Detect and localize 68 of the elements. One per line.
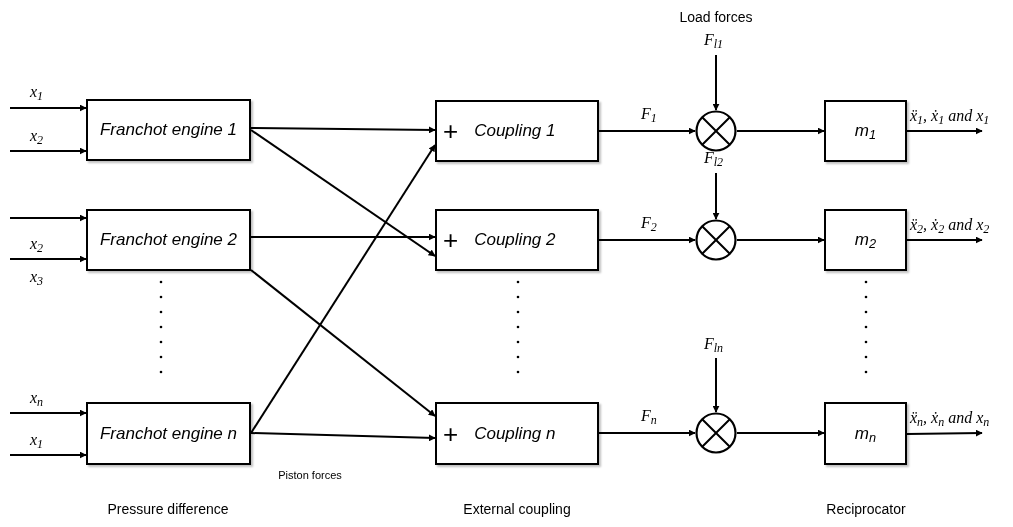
arrow (250, 233, 436, 241)
text-label: x$_{3}$ (30, 268, 44, 286)
block-box (824, 100, 907, 162)
arrow (9, 214, 87, 222)
arrow (712, 172, 720, 220)
arrow (250, 126, 436, 134)
block-label: Franchot engine 1 (98, 119, 238, 141)
text-label: Piston forces (278, 468, 342, 483)
edge-label: x$_{2}$ (30, 234, 44, 254)
block-label: m$_{2}$ (853, 229, 878, 251)
plus-sign: + (443, 227, 459, 253)
plus-sign: + (443, 420, 459, 447)
edge-label: x$_{1}$ (30, 82, 44, 102)
block-box (86, 99, 251, 161)
multiplier-junction (695, 110, 737, 152)
edge-label: F$_{l1}$ (704, 30, 724, 50)
block-box (435, 209, 599, 271)
block-box (435, 100, 599, 162)
edge-label: x$_{2}$ (30, 126, 44, 146)
arrow (712, 357, 720, 413)
edge-label: F$_{l2}$ (704, 148, 724, 168)
arrow (250, 144, 436, 434)
block-label: Franchot engine 2 (98, 229, 238, 251)
arrow (9, 104, 87, 112)
arrow (250, 269, 436, 417)
edge-label: x$_{1}$ (30, 430, 44, 450)
arrow (906, 429, 983, 437)
arrow (9, 147, 87, 155)
edge-label: ẍ$_{1}$, ẋ$_{1}$ and x$_{1}$ (910, 106, 990, 126)
plus-sign: + (443, 118, 459, 144)
arrow (250, 432, 436, 442)
arrow (9, 451, 87, 459)
block-label: Coupling 2 (473, 229, 557, 251)
block-label: m$_{n}$ (853, 422, 878, 445)
arrow (906, 127, 983, 135)
multiplier-junction (695, 412, 737, 454)
block-box (824, 402, 907, 465)
text-label: Reciprocator (826, 500, 906, 518)
text-label: Pressure difference (107, 500, 229, 518)
block-label: Coupling n (473, 422, 557, 445)
arrow (9, 255, 87, 263)
edge-label: F$_{n}$ (641, 406, 657, 426)
block-box (824, 209, 907, 271)
text-label: Load forces (679, 8, 753, 26)
multiplier-junction (695, 219, 737, 261)
block-box (86, 209, 251, 271)
arrow (712, 54, 720, 111)
arrow (906, 236, 983, 244)
edge-label: ẍ$_{2}$, ẋ$_{2}$ and x$_{2}$ (910, 215, 990, 235)
arrow (598, 127, 696, 135)
edge-label: x$_{n}$ (30, 388, 44, 408)
arrow (9, 409, 87, 417)
arrow (736, 127, 825, 135)
arrow (736, 429, 825, 437)
edge-label: F$_{1}$ (641, 104, 657, 124)
arrow (250, 129, 436, 257)
edge-label: ẍ$_{n}$, ẋ$_{n}$ and x$_{n}$ (910, 408, 990, 428)
block-label: m$_{1}$ (853, 120, 878, 142)
block-label: Franchot engine n (98, 422, 238, 445)
block-box (86, 402, 251, 465)
arrow (598, 429, 696, 437)
text-label: External coupling (463, 500, 571, 518)
arrow (598, 236, 696, 244)
block-box (435, 402, 599, 465)
edge-label: F$_{ln}$ (704, 334, 724, 354)
block-label: Coupling 1 (473, 120, 557, 142)
arrow (736, 236, 825, 244)
edge-label: F$_{2}$ (641, 213, 657, 233)
